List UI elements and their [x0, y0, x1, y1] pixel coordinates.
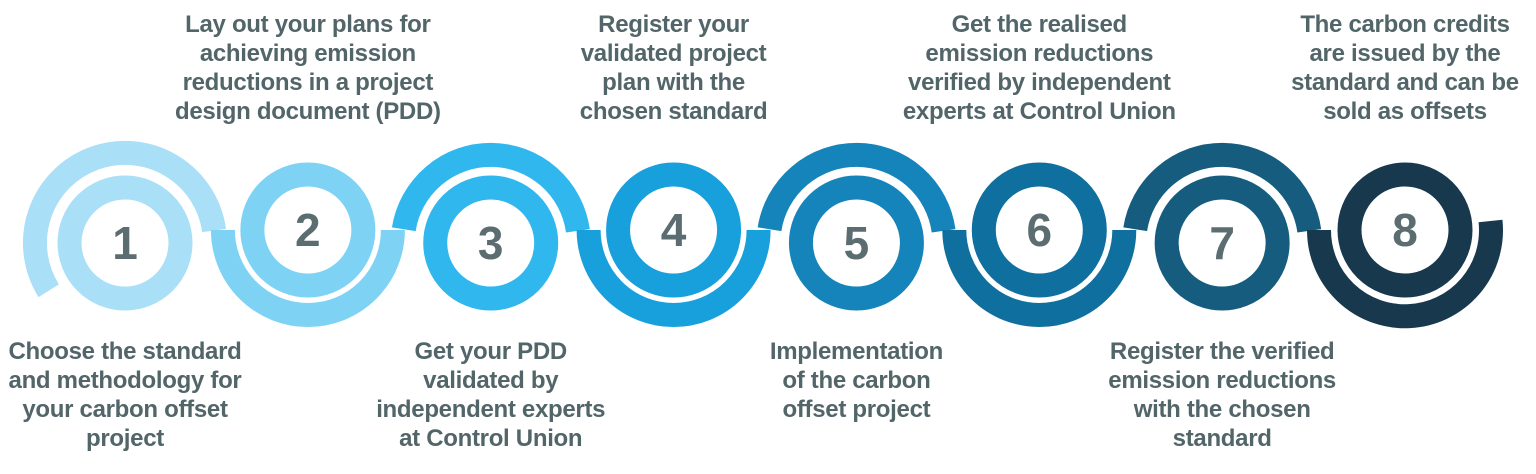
step-4-label: Register your validated project plan wit… [579, 11, 768, 125]
step-4-swirl-arc [576, 229, 771, 327]
step-8-ring [1337, 162, 1473, 298]
step-3-swirl-arc [391, 142, 590, 233]
step-8-swirl-arc [1306, 219, 1503, 329]
step-7-ring [1154, 175, 1290, 311]
step-2-number: 2 [295, 204, 321, 256]
step-7-swirl-arc [1123, 142, 1322, 233]
step-7-number: 7 [1209, 217, 1235, 269]
step-2-ring [240, 162, 376, 298]
step-3-label: Get your PDD validated by independent ex… [376, 338, 606, 452]
step-3-ring [423, 175, 559, 311]
step-5-number: 5 [843, 217, 870, 269]
step-8-number: 8 [1392, 204, 1418, 256]
step-1-number: 1 [112, 217, 138, 269]
step-7-label: Register the verified emission reduction… [1108, 338, 1336, 452]
step-2-swirl-arc [210, 229, 405, 327]
step-4-number: 4 [660, 204, 687, 256]
step-1-swirl-arc [23, 140, 226, 298]
step-1-ring [57, 175, 193, 311]
step-5-ring [788, 175, 924, 311]
step-5-swirl-arc [757, 142, 956, 233]
step-6-ring [971, 162, 1107, 298]
step-6-swirl-arc [942, 229, 1137, 327]
step-6-label: Get the realised emission reductions ver… [902, 11, 1176, 125]
step-8-label: The carbon credits are issued by the sta… [1291, 11, 1519, 125]
step-6-number: 6 [1026, 204, 1053, 256]
step-1-label: Choose the standard and methodology for … [8, 338, 242, 452]
step-2-label: Lay out your plans for achieving emissio… [174, 11, 441, 125]
step-5-label: Implementation of the carbon offset proj… [769, 338, 943, 423]
step-4-ring [606, 162, 742, 298]
step-3-number: 3 [477, 217, 504, 269]
